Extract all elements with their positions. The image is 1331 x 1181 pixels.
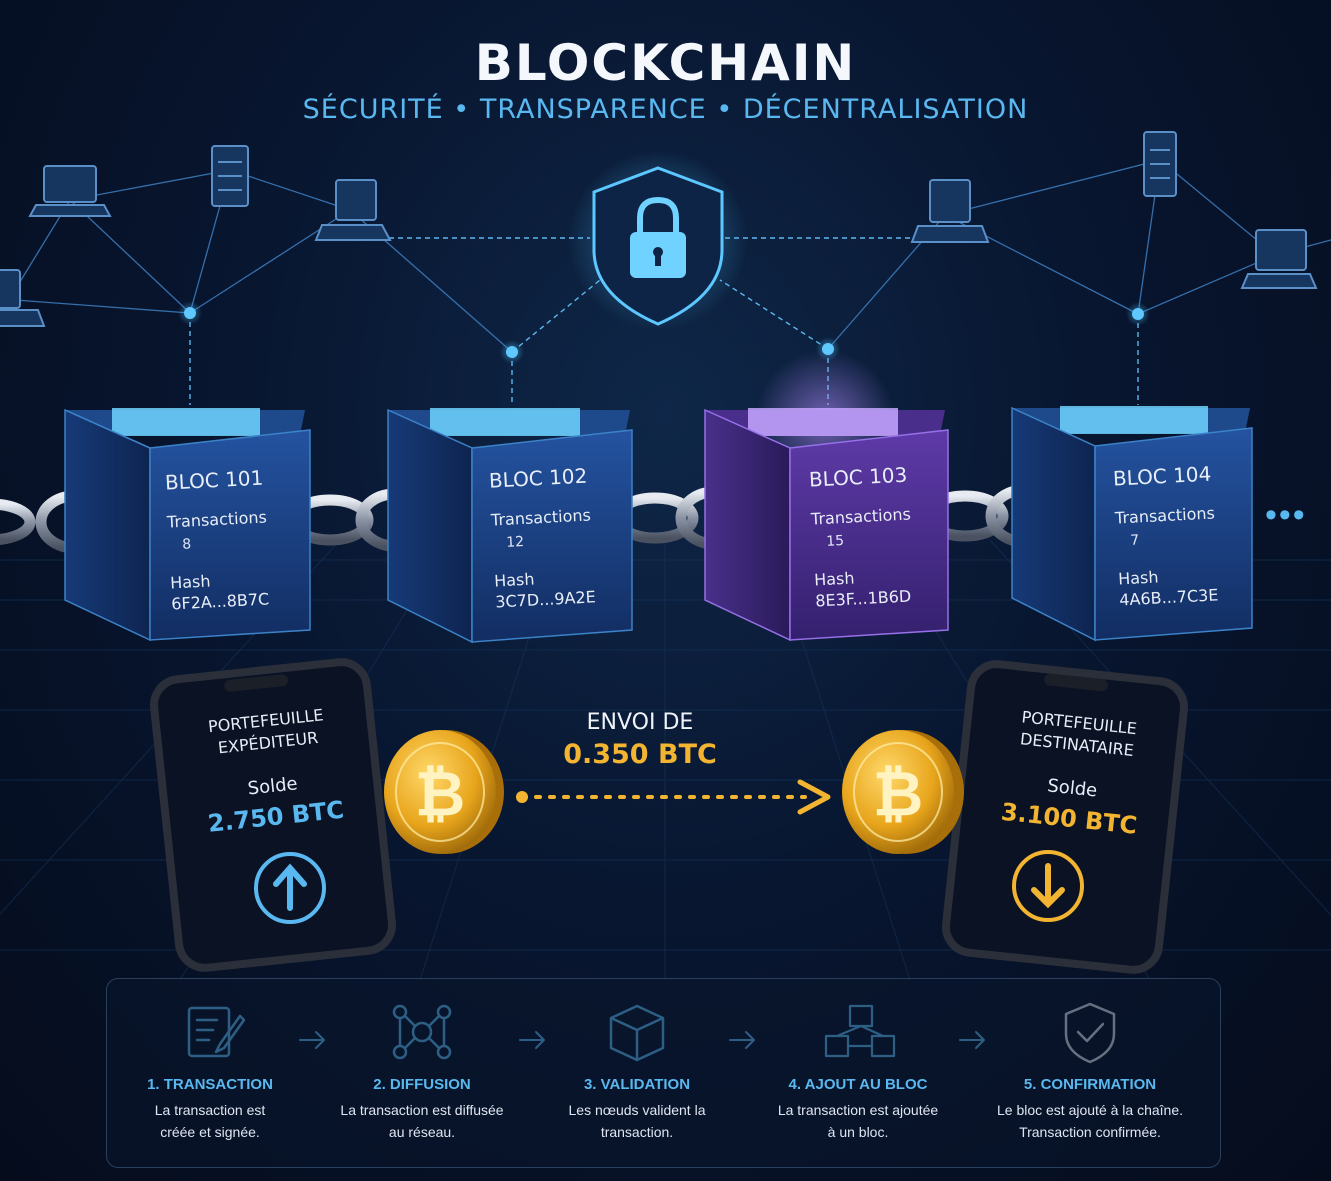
block-tx-label: Transactions [810,504,912,529]
receiver-wallet: PORTEFEUILLE DESTINATAIRE Solde 3.100 BT… [988,704,1160,841]
block-tx-label: Transactions [1114,503,1216,528]
step-title: 5. CONFIRMATION [1023,1076,1157,1093]
block-name: BLOC 103 [808,462,908,492]
sender-wallet: PORTEFEUILLE EXPÉDITEUR Solde 2.750 BTC [190,702,352,838]
step-description: Le bloc est ajouté à la chaîne.Transacti… [996,1102,1184,1140]
block-name: BLOC 101 [164,465,264,495]
block-tx-count: 8 [181,536,192,553]
svg-text:₿: ₿ [873,757,924,830]
step-add-block: 4. AJOUT AU BLOC La transaction est ajou… [758,1076,958,1143]
block-label-103: BLOC 103 Transactions 15 Hash 8E3F...1B6… [808,462,915,611]
arrow-down-icon [1031,863,1065,909]
step-title: 1. TRANSACTION [147,1076,273,1093]
transfer-label: ENVOI DE 0.350 BTC [560,710,720,770]
block-hash-label: Hash [493,569,535,591]
arrow-up-icon [273,863,307,911]
receiver-phone [942,660,1188,974]
steps-panel [106,978,1221,1168]
server-icon [1143,131,1177,197]
network-node [506,346,518,358]
bitcoin-coin-icon: ₿ [384,730,504,854]
block-label-104: BLOC 104 Transactions 7 Hash 4A6B...7C3E [1112,461,1219,610]
laptop-icon [28,165,112,217]
transfer-title: ENVOI DE [586,710,694,735]
block-hash-label: Hash [169,571,211,593]
laptop-icon [314,179,392,241]
block-label-102: BLOC 102 Transactions 12 Hash 3C7D...9A2… [488,463,596,612]
network-node [1132,308,1144,320]
svg-text:₿: ₿ [415,757,466,830]
more-blocks-indicator: ••• [1265,496,1307,534]
transfer-arrow [516,779,831,815]
laptop-icon [910,179,990,243]
bitcoin-coin-icon: ₿ [842,730,964,854]
block-cube-101[interactable] [64,408,311,642]
block-tx-label: Transactions [166,507,268,532]
laptop-icon [0,269,46,327]
block-cube-102[interactable] [387,408,633,644]
transfer-amount: 0.350 BTC [563,739,717,770]
block-label-101: BLOC 101 Transactions 8 Hash 6F2A...8B7C [164,465,271,614]
block-name: BLOC 102 [488,463,588,493]
page-subtitle: SÉCURITÉ • TRANSPARENCE • DÉCENTRALISATI… [302,94,1029,125]
step-diffusion: 2. DIFFUSION La transaction est diffusée… [322,1076,522,1143]
laptop-icon [1240,229,1318,289]
block-name: BLOC 104 [1112,461,1212,491]
block-tx-label: Transactions [490,505,592,530]
block-cube-104[interactable] [1011,406,1253,642]
block-cube-103[interactable] [704,350,949,642]
step-title: 3. VALIDATION [583,1076,691,1093]
server-icon [211,145,249,207]
block-tx-count: 7 [1129,532,1140,549]
shield-lock-icon [568,150,748,330]
block-hash-label: Hash [813,568,855,590]
step-title: 2. DIFFUSION [373,1076,471,1093]
page-title: BLOCKCHAIN [474,34,857,92]
network-node [184,307,196,319]
step-title: 4. AJOUT AU BLOC [788,1076,928,1093]
step-confirmation: 5. CONFIRMATION Le bloc est ajouté à la … [978,1076,1202,1143]
sender-phone [150,658,396,972]
block-tx-count: 12 [505,533,525,551]
network-nodes [178,301,1150,364]
block-tx-count: 15 [825,532,845,550]
block-hash-label: Hash [1117,567,1159,589]
